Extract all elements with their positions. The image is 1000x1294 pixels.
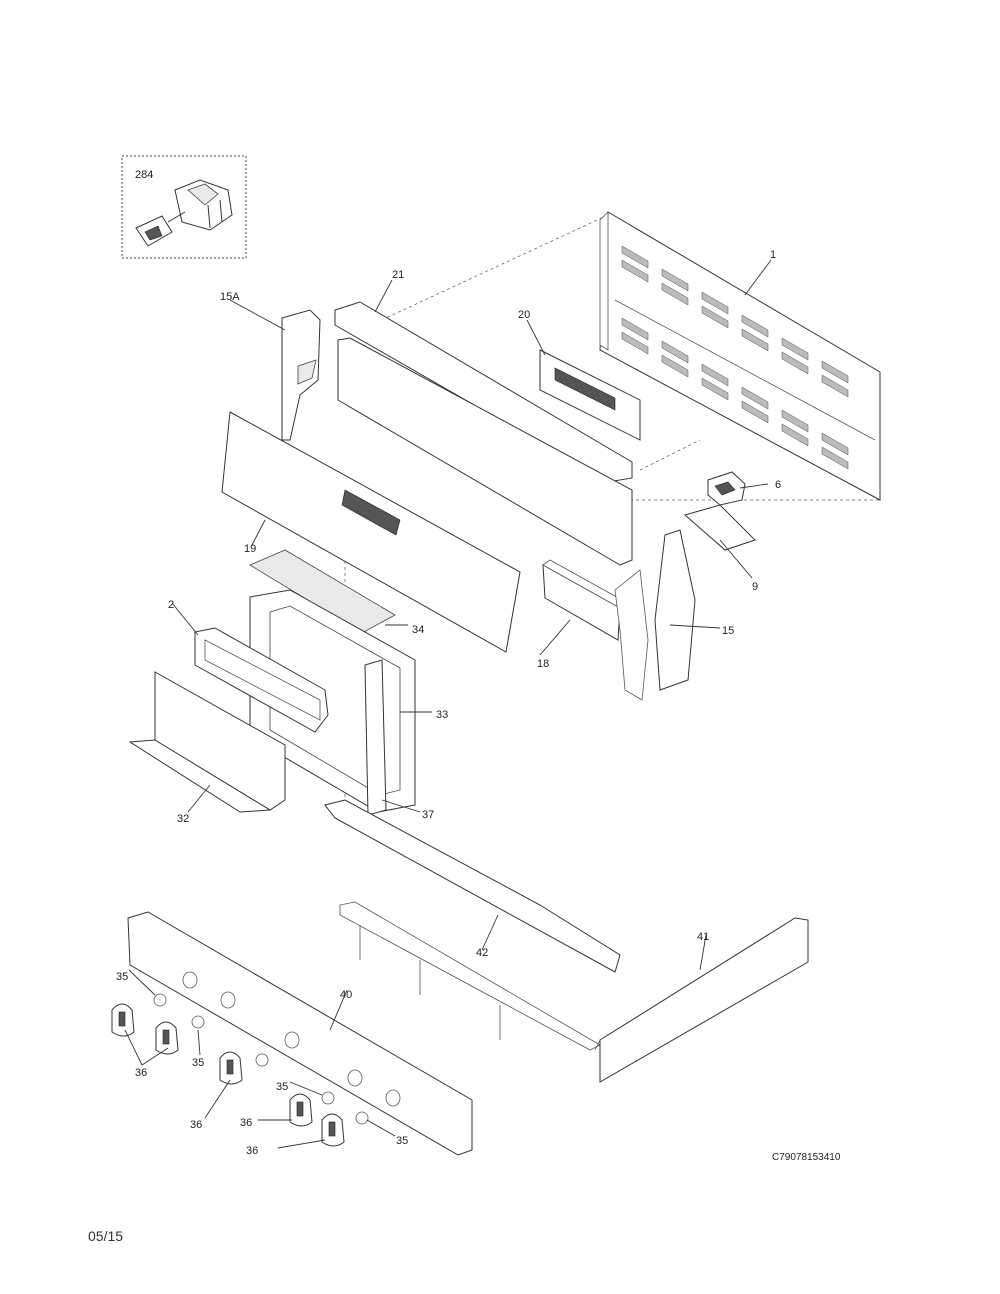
callout-35: 35 [192, 1057, 204, 1069]
callout-20: 20 [518, 309, 530, 321]
callout-34: 34 [412, 624, 424, 636]
vent-slot [821, 432, 849, 456]
vent-slot [781, 423, 809, 447]
part-21-top-trim [334, 301, 633, 566]
vent-slot [661, 354, 689, 378]
part-284-connector [135, 179, 233, 247]
vent-slot [621, 331, 649, 355]
callout-41: 41 [697, 931, 709, 943]
part-41-lower-panel [594, 917, 809, 1083]
part-37-clip [364, 659, 387, 816]
inset-box-part-284 [121, 155, 247, 259]
part-2-window [194, 627, 329, 733]
vent-slot [821, 446, 849, 470]
callout-36: 36 [135, 1067, 147, 1079]
back-panel-vents [621, 245, 849, 470]
part-15-end-cap [614, 529, 696, 701]
part-42-manifold-rail [324, 799, 621, 1051]
callout-15a: 15A [220, 291, 240, 303]
part-15a-end-cap [281, 309, 321, 441]
callout-35: 35 [276, 1081, 288, 1093]
callout-284: 284 [135, 169, 153, 181]
knob-3 [219, 1051, 243, 1085]
part-32-shield [128, 671, 286, 813]
vent-slot [701, 305, 729, 329]
vent-slot [821, 360, 849, 384]
part-6-switch [707, 471, 746, 506]
knob-4 [289, 1093, 313, 1127]
vent-slot [741, 386, 769, 410]
vent-slot [661, 282, 689, 306]
bezel-3 [255, 1053, 269, 1067]
vent-slot [741, 328, 769, 352]
callout-36: 36 [240, 1117, 252, 1129]
diagram-code: C79078153410 [772, 1152, 841, 1163]
vent-slot [661, 340, 689, 364]
callout-2: 2 [168, 599, 174, 611]
callout-36: 36 [246, 1145, 258, 1157]
callout-33: 33 [436, 709, 448, 721]
leader-lines [124, 259, 772, 1149]
vent-slot [781, 337, 809, 361]
callout-35: 35 [116, 971, 128, 983]
page-date: 05/15 [88, 1228, 124, 1244]
vent-slot [741, 400, 769, 424]
bezel-5 [355, 1111, 369, 1125]
vent-slot [621, 245, 649, 269]
callout-42: 42 [476, 947, 488, 959]
vent-slot [621, 317, 649, 341]
vent-slot [661, 268, 689, 292]
knob-5 [321, 1113, 345, 1147]
knobs-and-bezels [111, 993, 369, 1147]
part-18-control-board [542, 559, 623, 641]
callout-32: 32 [177, 813, 189, 825]
part-1-back-panel [599, 211, 881, 501]
callout-labels: 284 1 21 15A 20 6 19 9 2 15 34 18 33 32 … [116, 169, 781, 1157]
callout-9: 9 [752, 581, 758, 593]
part-40-control-panel [127, 911, 473, 1156]
callout-6: 6 [775, 479, 781, 491]
vent-slot [781, 409, 809, 433]
bezel-2 [191, 1015, 205, 1029]
vent-slot [821, 374, 849, 398]
part-20-bracket [539, 349, 641, 441]
vent-slot [701, 363, 729, 387]
callout-36: 36 [190, 1119, 202, 1131]
callout-18: 18 [537, 658, 549, 670]
vent-slot [621, 259, 649, 283]
knob-1 [111, 1003, 135, 1037]
bezel-1 [153, 993, 167, 1007]
callout-19: 19 [244, 543, 256, 555]
part-9-bracket-plate [683, 504, 756, 551]
bezel-4 [321, 1091, 335, 1105]
callout-1: 1 [770, 249, 776, 261]
vent-slot [781, 351, 809, 375]
callout-21: 21 [392, 269, 404, 281]
part-19-overlay-panel [221, 411, 521, 653]
callout-37: 37 [422, 809, 434, 821]
vent-slot [741, 314, 769, 338]
callout-15: 15 [722, 625, 734, 637]
callout-40: 40 [340, 989, 352, 1001]
callout-35: 35 [396, 1135, 408, 1147]
vent-slot [701, 291, 729, 315]
vent-slot [701, 377, 729, 401]
knob-2 [155, 1021, 179, 1055]
